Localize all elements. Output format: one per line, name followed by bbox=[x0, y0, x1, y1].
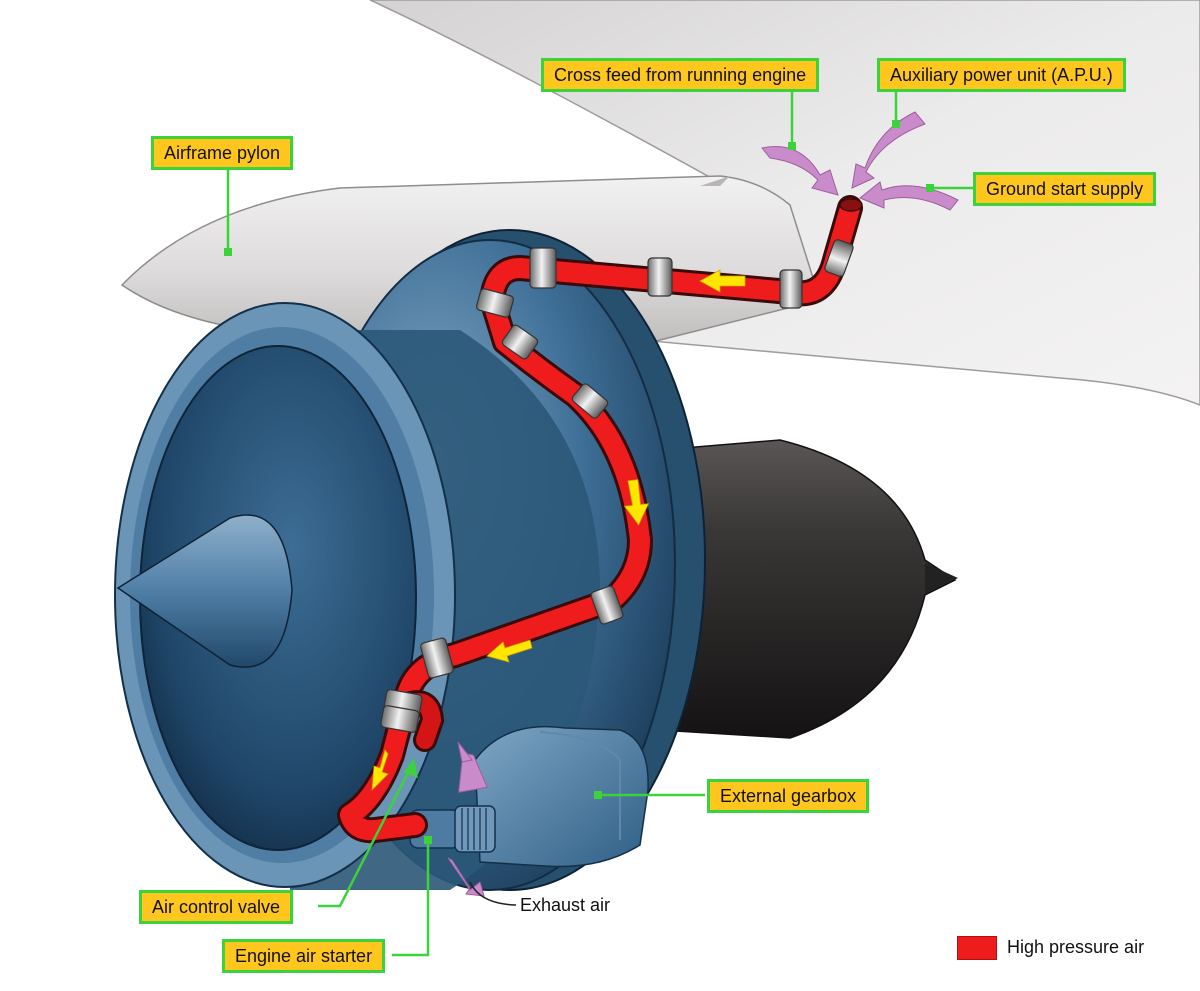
exhaust-air-leader bbox=[469, 881, 517, 906]
label-air-control-valve: Air control valve bbox=[139, 890, 294, 924]
label-ground-start: Ground start supply bbox=[973, 172, 1157, 206]
duct-clamps bbox=[380, 239, 854, 733]
legend-swatch-high-pressure-air bbox=[957, 936, 997, 960]
label-cross-feed: Cross feed from running engine bbox=[541, 58, 820, 92]
label-exhaust-air: Exhaust air bbox=[520, 895, 611, 915]
supply-arrows bbox=[447, 111, 959, 897]
leader-lines bbox=[226, 92, 973, 957]
flow-arrows bbox=[371, 269, 746, 792]
spinner-cone bbox=[116, 514, 293, 668]
external-gearbox-body bbox=[474, 725, 649, 868]
legend-label-high-pressure-air: High pressure air bbox=[1007, 937, 1145, 957]
label-airframe-pylon: Airframe pylon bbox=[151, 136, 294, 170]
exhaust-nozzle bbox=[659, 439, 957, 739]
label-external-gearbox: External gearbox bbox=[707, 779, 870, 813]
label-apu: Auxiliary power unit (A.P.U.) bbox=[877, 58, 1126, 92]
label-engine-air-starter: Engine air starter bbox=[222, 939, 386, 973]
